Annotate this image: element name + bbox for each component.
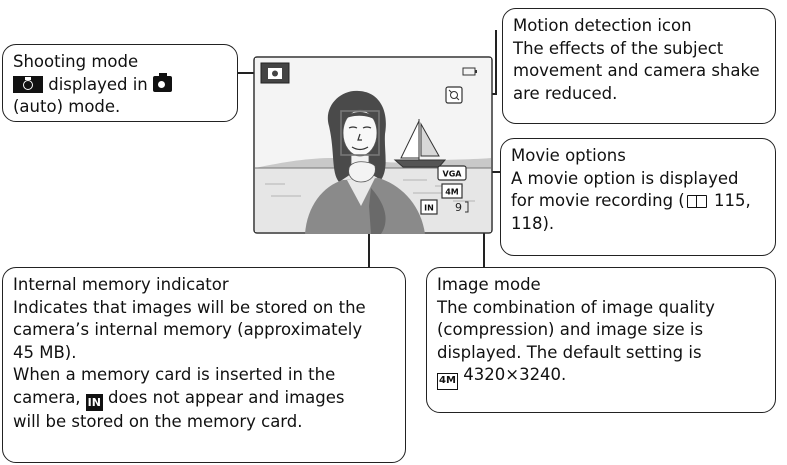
shooting-mode-line3: (auto) mode. — [13, 97, 121, 116]
camera-icon — [153, 72, 172, 92]
memory-title: Internal memory indicator — [13, 275, 229, 294]
jacket-fold — [369, 188, 386, 234]
woman-bangs — [343, 112, 377, 122]
internal-memory-badge — [420, 199, 438, 215]
movie-line3-suffix: 115, — [708, 191, 751, 210]
shots-remaining: 9 — [455, 201, 462, 214]
movie-option-text: VGA — [443, 170, 463, 179]
image-mode-badge — [441, 183, 463, 199]
leader-memory-v — [368, 202, 370, 267]
image-mode-line5: 4320×3240. — [463, 365, 567, 384]
book-reference-icon — [686, 195, 707, 208]
memory-line6-suffix: does not appear and images — [108, 387, 345, 407]
motion-line: The effects of the subject — [513, 38, 724, 58]
movie-line2: A movie option is displayed — [511, 168, 739, 188]
image-mode-line: (compression) and image size is — [437, 320, 704, 339]
woman-face — [342, 109, 378, 157]
motion-line: movement and camera shake — [513, 61, 760, 80]
shots-bracket — [465, 201, 469, 213]
memory-line7: will be stored on the memory card. — [13, 411, 303, 431]
motion-title: Motion detection icon — [513, 16, 692, 35]
face-detection-frame — [340, 110, 380, 156]
image-mode-line: The combination of image quality — [437, 297, 715, 317]
shooting-mode-title: Shooting mode — [13, 52, 139, 71]
memory-line: When a memory card is inserted in the — [13, 365, 336, 384]
movie-line4: 118). — [511, 213, 555, 233]
movie-line3-prefix: for movie recording ( — [511, 191, 685, 210]
leader-shooting-mode-h — [237, 72, 259, 74]
image-mode-title: Image mode — [437, 275, 541, 294]
internal-memory-text: IN — [424, 204, 434, 213]
internal-memory-icon: IN — [85, 393, 103, 411]
woman-features — [348, 126, 372, 151]
camera-screen: VGA 4M IN 9 — [253, 56, 493, 234]
memory-line6-prefix: camera, — [13, 387, 81, 407]
image-mode-4m-icon: 4M — [437, 373, 458, 390]
callout-image-mode: Image mode The combination of image qual… — [426, 267, 776, 413]
callout-movie-options: Movie options A movie option is displaye… — [500, 138, 776, 256]
motion-line: are reduced. — [513, 83, 618, 103]
memory-line: camera’s internal memory (approximately — [13, 320, 363, 339]
image-mode-text: 4M — [445, 188, 459, 197]
memory-line: 45 MB). — [13, 342, 77, 362]
camera-mode-icon — [13, 75, 43, 93]
callout-motion-detection: Motion detection icon The effects of the… — [502, 8, 776, 124]
callout-internal-memory: Internal memory indicator Indicates that… — [2, 267, 406, 463]
image-mode-line: displayed. The default setting is — [437, 342, 702, 362]
woman-jacket — [305, 178, 425, 234]
leader-motion-v — [495, 30, 497, 94]
memory-line: Indicates that images will be stored on … — [13, 297, 366, 317]
movie-option-badge — [437, 165, 467, 181]
movie-title: Movie options — [511, 146, 626, 165]
woman-hand — [348, 161, 376, 183]
callout-shooting-mode: Shooting mode displayed in (auto) mode. — [2, 44, 238, 122]
motion-detection-icon — [445, 86, 463, 104]
woman-collar — [347, 178, 375, 206]
shooting-mode-line2: displayed in — [48, 74, 148, 94]
